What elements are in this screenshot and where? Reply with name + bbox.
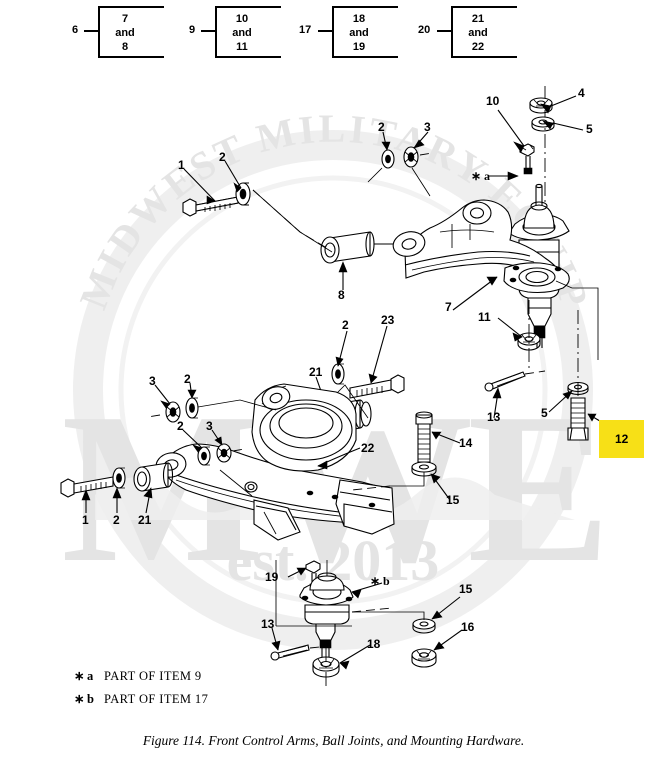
legend-star-a: ∗: [74, 669, 85, 683]
index-lead-9: 9: [189, 24, 196, 36]
callout-4: 4: [578, 86, 585, 100]
index-box-line3: 8: [121, 41, 129, 53]
callout-1-upper: 1: [178, 158, 185, 172]
part-bolt-1-upper: [182, 196, 239, 217]
callout-3-lw: 3: [206, 419, 213, 433]
callout-2-lw: 2: [177, 419, 184, 433]
legend-key-a: a: [87, 669, 94, 683]
index-box-10-11: 10 and 11: [215, 6, 281, 58]
callout-16: 16: [461, 620, 475, 634]
callout-2-mid: 2: [378, 120, 385, 134]
star-label-a: ∗ a: [471, 169, 491, 183]
index-box-line1: 21: [471, 13, 485, 25]
index-lead-line-2: [201, 30, 215, 32]
part-washer-15-lower: [412, 618, 436, 634]
legend: ∗ a PART OF ITEM 9 ∗ b PART OF ITEM 17: [74, 668, 208, 714]
callout-18: 18: [367, 637, 381, 651]
index-box-line2: and: [468, 27, 488, 39]
part-washer-2-lowbolt: [331, 363, 345, 385]
figure-caption: Figure 114. Front Control Arms, Ball Joi…: [142, 733, 525, 748]
legend-text-b: PART OF ITEM 17: [104, 692, 209, 706]
callout-7: 7: [445, 300, 452, 314]
callout-2-upper: 2: [219, 150, 226, 164]
part-washer-2-mid: [381, 149, 395, 169]
part-lower-ball-joint-b: [299, 560, 354, 660]
part-cotter-pin-13-lower: [270, 644, 310, 661]
part-upper-control-arm-7: [392, 199, 570, 311]
index-lead-line-3: [318, 30, 332, 32]
index-box-21-22: 21 and 22: [451, 6, 517, 58]
legend-text-a: PART OF ITEM 9: [104, 669, 202, 683]
index-box-line3: 19: [352, 41, 366, 53]
callout-2-left: 2: [184, 372, 191, 386]
index-lead-20: 20: [418, 24, 431, 36]
part-bolt-14: [415, 411, 433, 463]
part-washer-3-mid: [403, 146, 419, 168]
callout-13-upper: 13: [487, 410, 501, 424]
index-box-line2: and: [232, 27, 252, 39]
part-washer-2-left: [185, 397, 199, 419]
part-bushing-21-lower: [133, 462, 174, 492]
callout-2-lowbolt: 2: [342, 318, 349, 332]
part-washer-3-left: [165, 401, 181, 423]
index-box-line1: 18: [352, 13, 366, 25]
callout-12-highlighted[interactable]: 12: [599, 420, 645, 458]
part-bolt-12: [567, 397, 589, 441]
legend-key-b: b: [87, 692, 95, 706]
part-grease-fitting-10: [519, 143, 535, 175]
callout-5-top: 5: [586, 122, 593, 136]
callout-2-lower: 2: [113, 513, 120, 527]
callout-5-lower: 5: [541, 406, 548, 420]
part-spring-seat: [251, 383, 357, 472]
callout-15-upper: 15: [446, 493, 460, 507]
callout-3-mid: 3: [424, 120, 431, 134]
index-box-line3: 22: [471, 41, 485, 53]
part-washer-3-lw: [216, 443, 232, 463]
callout-19: 19: [265, 570, 279, 584]
callout-1-lower: 1: [82, 513, 89, 527]
callout-10: 10: [486, 94, 500, 108]
index-box-line2: and: [349, 27, 369, 39]
legend-row-b: ∗ b PART OF ITEM 17: [74, 691, 208, 707]
index-lead-6: 6: [72, 24, 79, 36]
callout-23: 23: [381, 313, 395, 327]
star-label-b: ∗ b: [370, 574, 390, 588]
part-washer-2-lw: [197, 446, 211, 466]
callout-21-right: 21: [309, 365, 323, 379]
index-box-line2: and: [115, 27, 135, 39]
callout-11: 11: [478, 310, 491, 324]
index-box-line3: 11: [236, 41, 248, 53]
part-washer-2-lower: [112, 467, 126, 489]
callout-22: 22: [361, 441, 375, 455]
part-bolt-1-lower: [60, 476, 114, 498]
callout-3-left: 3: [149, 374, 156, 388]
legend-row-a: ∗ a PART OF ITEM 9: [74, 668, 208, 684]
index-box-18-19: 18 and 19: [332, 6, 398, 58]
index-lead-17: 17: [299, 24, 312, 36]
index-box-line1: 7: [121, 13, 129, 25]
callout-13-lower: 13: [261, 617, 275, 631]
index-box-line1: 10: [235, 13, 249, 25]
part-bolt-23: [349, 374, 405, 399]
index-lead-line-4: [437, 30, 451, 32]
part-bushing-8: [320, 231, 393, 264]
callout-15-lower: 15: [459, 582, 473, 596]
part-cotter-pin-13-upper: [484, 371, 526, 392]
part-nut-16: [411, 648, 437, 668]
callout-14: 14: [459, 436, 473, 450]
index-box-7-8: 7 and 8: [98, 6, 164, 58]
legend-star-b: ∗: [74, 692, 85, 706]
callout-8: 8: [338, 288, 345, 302]
callout-21-lower: 21: [138, 513, 152, 527]
index-lead-line-1: [84, 30, 98, 32]
